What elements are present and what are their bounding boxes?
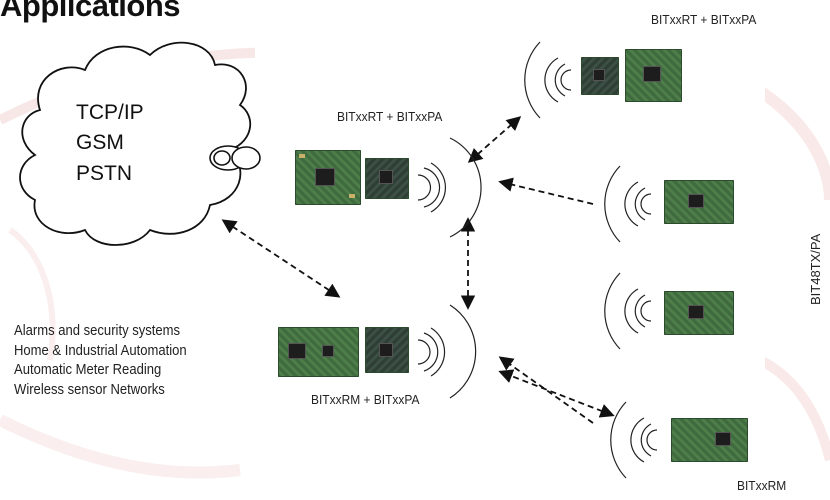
label-bottom-right: BITxxRM: [737, 478, 787, 493]
arrow-node2-to-rt: [498, 177, 594, 205]
arrow-cloud-to-rm: [221, 219, 341, 298]
cloud-line-gsm: GSM: [76, 131, 124, 154]
module-node-4: [671, 418, 748, 462]
cloud-line-tcpip: TCP/IP: [76, 101, 144, 124]
label-vertical-right: BIT48TX/PA: [808, 233, 823, 305]
module-bitxxpa-2: [365, 327, 409, 373]
module-bitxxrt: [295, 150, 361, 205]
application-item: Automatic Meter Reading: [14, 362, 162, 378]
module-node-3: [664, 291, 734, 335]
module-bitxxrm: [278, 327, 359, 377]
arrow-node3-to-rm: [498, 356, 594, 424]
applications-list: Alarms and security systems Home & Indus…: [14, 322, 187, 400]
label-center-bottom: BITxxRM + BITxxPA: [311, 392, 420, 407]
arrow-rt-to-top: [467, 116, 522, 163]
label-center-top: BITxxRT + BITxxPA: [337, 109, 443, 124]
application-item: Home & Industrial Automation: [14, 342, 187, 359]
module-top-pa: [581, 57, 619, 95]
label-top-right: BITxxRT + BITxxPA: [651, 12, 757, 27]
module-node-2: [664, 180, 734, 224]
application-item: Wireless sensor Networks: [14, 381, 165, 398]
module-bitxxpa: [365, 158, 409, 199]
page-title: Applications: [0, 0, 181, 23]
module-top-rt: [625, 49, 682, 102]
cloud-line-pstn: PSTN: [76, 162, 133, 185]
application-item: Alarms and security systems: [14, 323, 181, 339]
